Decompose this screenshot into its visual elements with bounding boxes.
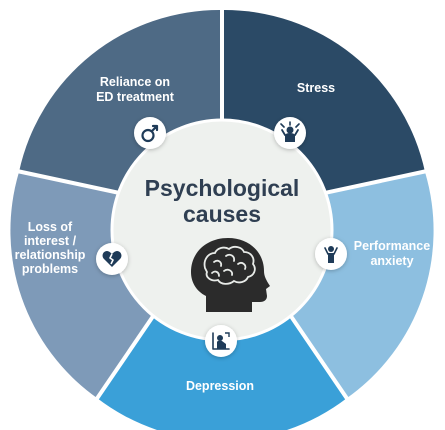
center-title-line-2: causes <box>183 201 261 227</box>
label-reliance-line-1: Reliance on <box>100 75 170 89</box>
label-stress-line-1: Stress <box>297 81 335 95</box>
male-symbol-icon <box>134 117 166 149</box>
label-performance-line-2: anxiety <box>370 254 413 268</box>
label-performance-line-1: Performance <box>354 239 430 253</box>
label-loss-line-4: problems <box>22 262 78 276</box>
anxious-person-icon <box>315 238 347 270</box>
label-depression-line-1: Depression <box>186 379 254 393</box>
label-loss-line-2: interest / <box>24 234 77 248</box>
stressed-person-icon <box>274 117 306 149</box>
center-title-line-1: Psychological <box>145 175 300 201</box>
head-with-brain-icon <box>191 238 270 312</box>
label-loss-line-1: Loss of <box>28 220 73 234</box>
icon-badges <box>96 117 347 357</box>
label-reliance-line-2: ED treatment <box>96 90 175 104</box>
sad-sitting-person-icon <box>205 325 237 357</box>
label-loss-line-3: relationship <box>15 248 86 262</box>
broken-heart-icon <box>96 243 128 275</box>
